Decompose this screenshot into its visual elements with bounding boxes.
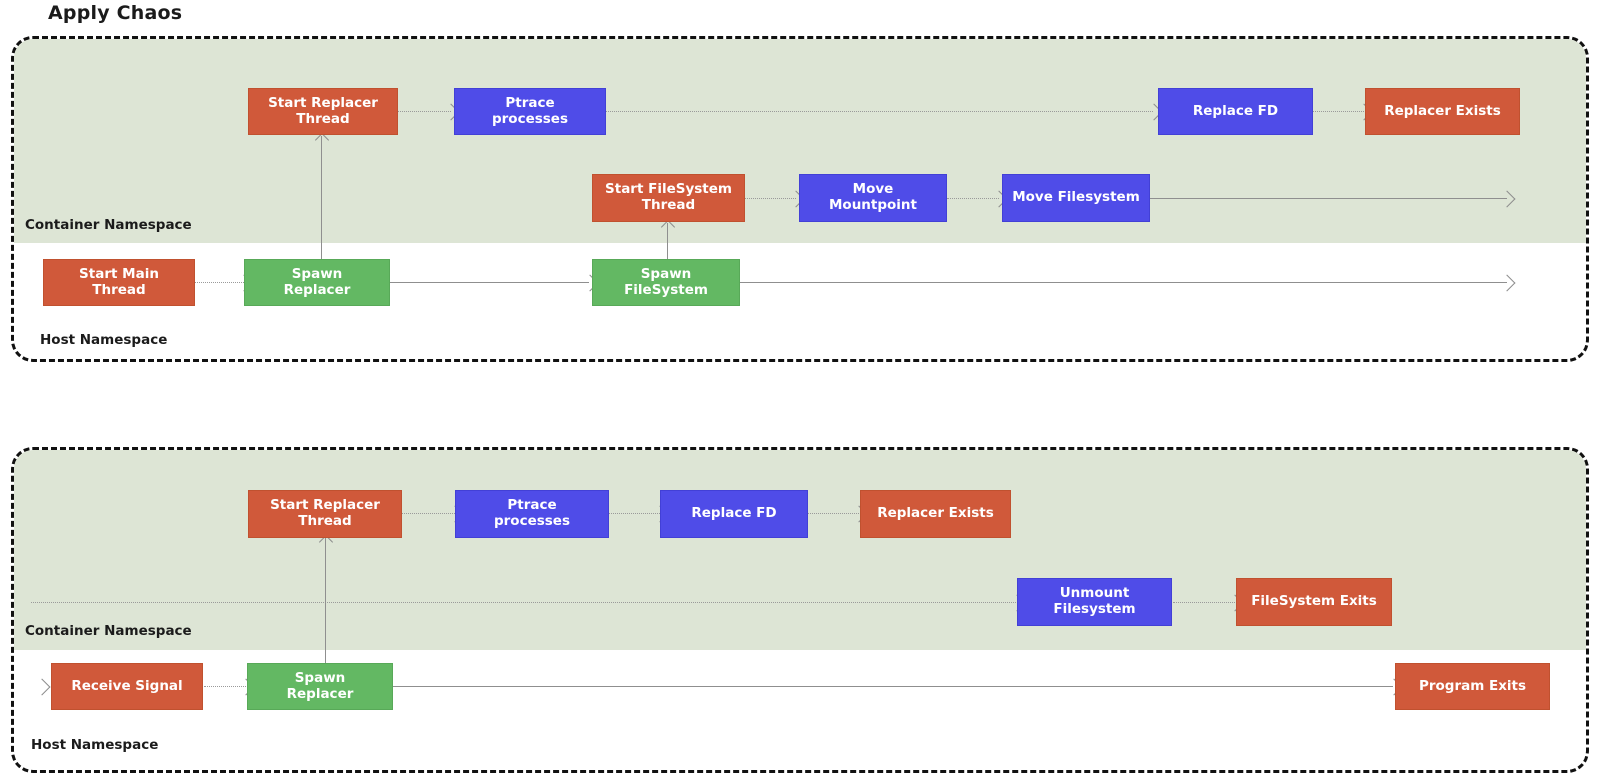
edge-spawn-replacer-to-start-replacer-thread bbox=[321, 136, 322, 262]
edge-start-filesystem-thread-to-move-mountpoint bbox=[744, 198, 796, 199]
edge-ptrace-to-replace-fd bbox=[605, 111, 1153, 112]
node-receive-signal[interactable]: Receive Signal bbox=[51, 663, 203, 710]
edge-replace-fd-to-replacer-exists bbox=[1312, 111, 1364, 112]
node-replace-fd[interactable]: Replace FD bbox=[1158, 88, 1313, 135]
edge-replace-fd-2-to-replacer-exists-2 bbox=[807, 513, 859, 514]
edge-spawn-filesystem-to-start-filesystem-thread bbox=[667, 223, 668, 262]
node-start-replacer-thread-2[interactable]: Start Replacer Thread bbox=[248, 490, 402, 538]
edge-lane-start-to-unmount-filesystem bbox=[31, 602, 1016, 603]
node-start-replacer-thread[interactable]: Start Replacer Thread bbox=[248, 88, 398, 135]
edge-spawn-filesystem-to-lane-end bbox=[740, 282, 1507, 283]
host-namespace-label: Host Namespace bbox=[40, 332, 168, 348]
edge-move-filesystem-to-lane-end bbox=[1149, 198, 1507, 199]
node-start-main-thread[interactable]: Start Main Thread bbox=[43, 259, 195, 306]
node-unmount-filesystem[interactable]: Unmount Filesystem bbox=[1017, 578, 1172, 626]
edge-ptrace-2-to-replace-fd-2 bbox=[608, 513, 660, 514]
node-replacer-exists-2[interactable]: Replacer Exists bbox=[860, 490, 1011, 538]
node-move-filesystem[interactable]: Move Filesystem bbox=[1002, 174, 1150, 222]
node-spawn-filesystem[interactable]: Spawn FileSystem bbox=[592, 259, 740, 306]
edge-start-replacer-thread-to-ptrace bbox=[397, 111, 451, 112]
node-program-exits[interactable]: Program Exits bbox=[1395, 663, 1550, 710]
page-title: Apply Chaos bbox=[48, 2, 183, 24]
edge-move-mountpoint-to-move-filesystem bbox=[947, 198, 999, 199]
edge-unmount-filesystem-to-filesystem-exits bbox=[1173, 602, 1235, 603]
edge-spawn-replacer-to-spawn-filesystem bbox=[389, 282, 589, 283]
arrowhead bbox=[33, 678, 51, 696]
edge-start-main-thread-to-spawn-replacer bbox=[194, 282, 244, 283]
node-spawn-replacer[interactable]: Spawn Replacer bbox=[244, 259, 390, 306]
node-replace-fd-2[interactable]: Replace FD bbox=[660, 490, 808, 538]
node-spawn-replacer-2[interactable]: Spawn Replacer bbox=[247, 663, 393, 710]
node-ptrace-processes-2[interactable]: Ptrace processes bbox=[455, 490, 609, 538]
arrowhead bbox=[1498, 274, 1516, 292]
node-ptrace-processes[interactable]: Ptrace processes bbox=[454, 88, 606, 135]
edge-spawn-replacer-2-to-start-replacer-thread-2 bbox=[325, 538, 326, 666]
edge-start-replacer-thread-2-to-ptrace-2 bbox=[401, 513, 455, 514]
container-namespace-label-2: Container Namespace bbox=[25, 623, 192, 639]
edge-receive-signal-to-spawn-replacer-2 bbox=[204, 686, 246, 687]
node-start-filesystem-thread[interactable]: Start FileSystem Thread bbox=[592, 174, 745, 222]
edge-spawn-replacer-2-to-program-exits bbox=[393, 686, 1393, 687]
host-namespace-label-2: Host Namespace bbox=[31, 737, 159, 753]
node-move-mountpoint[interactable]: Move Mountpoint bbox=[799, 174, 947, 222]
container-namespace-label: Container Namespace bbox=[25, 217, 192, 233]
apply-chaos-panel: Container Namespace Host Namespace Start… bbox=[11, 36, 1589, 362]
recover-chaos-panel: Container Namespace Host Namespace Start… bbox=[11, 447, 1589, 773]
node-replacer-exists[interactable]: Replacer Exists bbox=[1365, 88, 1520, 135]
node-filesystem-exits[interactable]: FileSystem Exits bbox=[1236, 578, 1392, 626]
